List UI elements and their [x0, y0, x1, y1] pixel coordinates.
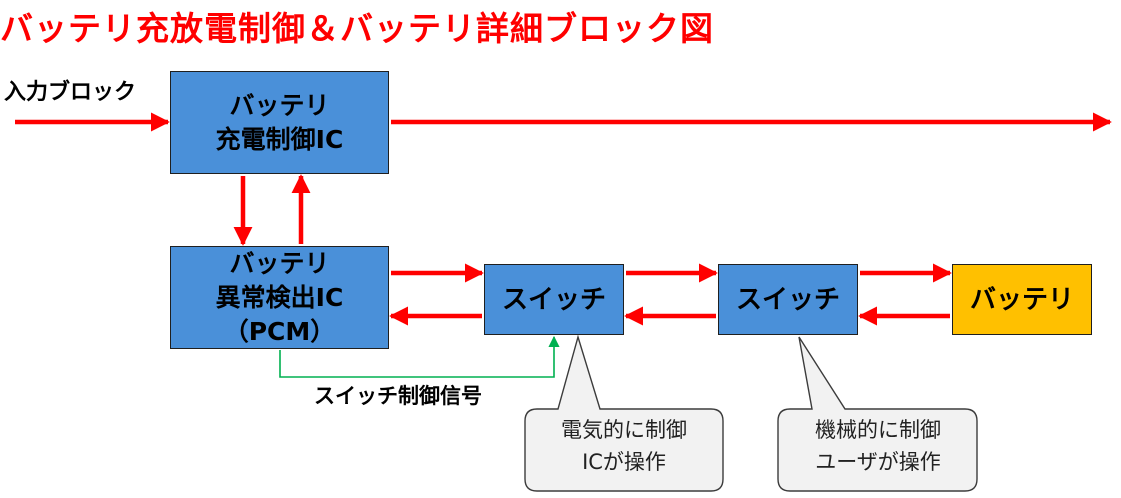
callout-electric-shape	[524, 334, 724, 492]
callout-mechanical-line2: ユーザが操作	[815, 450, 941, 474]
input-block-label: 入力ブロック	[4, 80, 137, 105]
battery-block: バッテリ	[952, 264, 1092, 335]
switch2-label: スイッチ	[735, 284, 840, 315]
pcm-line1: バッテリ	[229, 248, 330, 278]
charge-control-ic-block: バッテリ 充電制御IC	[170, 71, 389, 174]
charge-ic-line2: 充電制御IC	[215, 124, 344, 154]
pcm-line2: 異常検出IC	[215, 282, 344, 312]
callout-mechanical-shape	[777, 336, 978, 492]
callout-mechanical-line1: 機械的に制御	[815, 418, 941, 442]
callout-electric-line2: ICが操作	[582, 450, 666, 474]
battery-label: バッテリ	[969, 284, 1074, 315]
page-title: バッテリ充放電制御＆バッテリ詳細ブロック図	[0, 9, 714, 48]
switch2-block: スイッチ	[718, 264, 858, 335]
callout-electric: 電気的に制御 ICが操作	[524, 414, 724, 478]
pcm-line3: （PCM）	[223, 316, 336, 346]
charge-ic-line1: バッテリ	[229, 90, 330, 120]
switch-control-signal-label: スイッチ制御信号	[314, 384, 482, 408]
callout-mechanical: 機械的に制御 ユーザが操作	[777, 414, 979, 478]
pcm-block: バッテリ 異常検出IC （PCM）	[170, 246, 389, 349]
callout-electric-line1: 電気的に制御	[561, 418, 687, 442]
switch-control-signal-line	[279, 335, 560, 378]
switch1-label: スイッチ	[501, 284, 606, 315]
switch1-block: スイッチ	[484, 264, 624, 335]
